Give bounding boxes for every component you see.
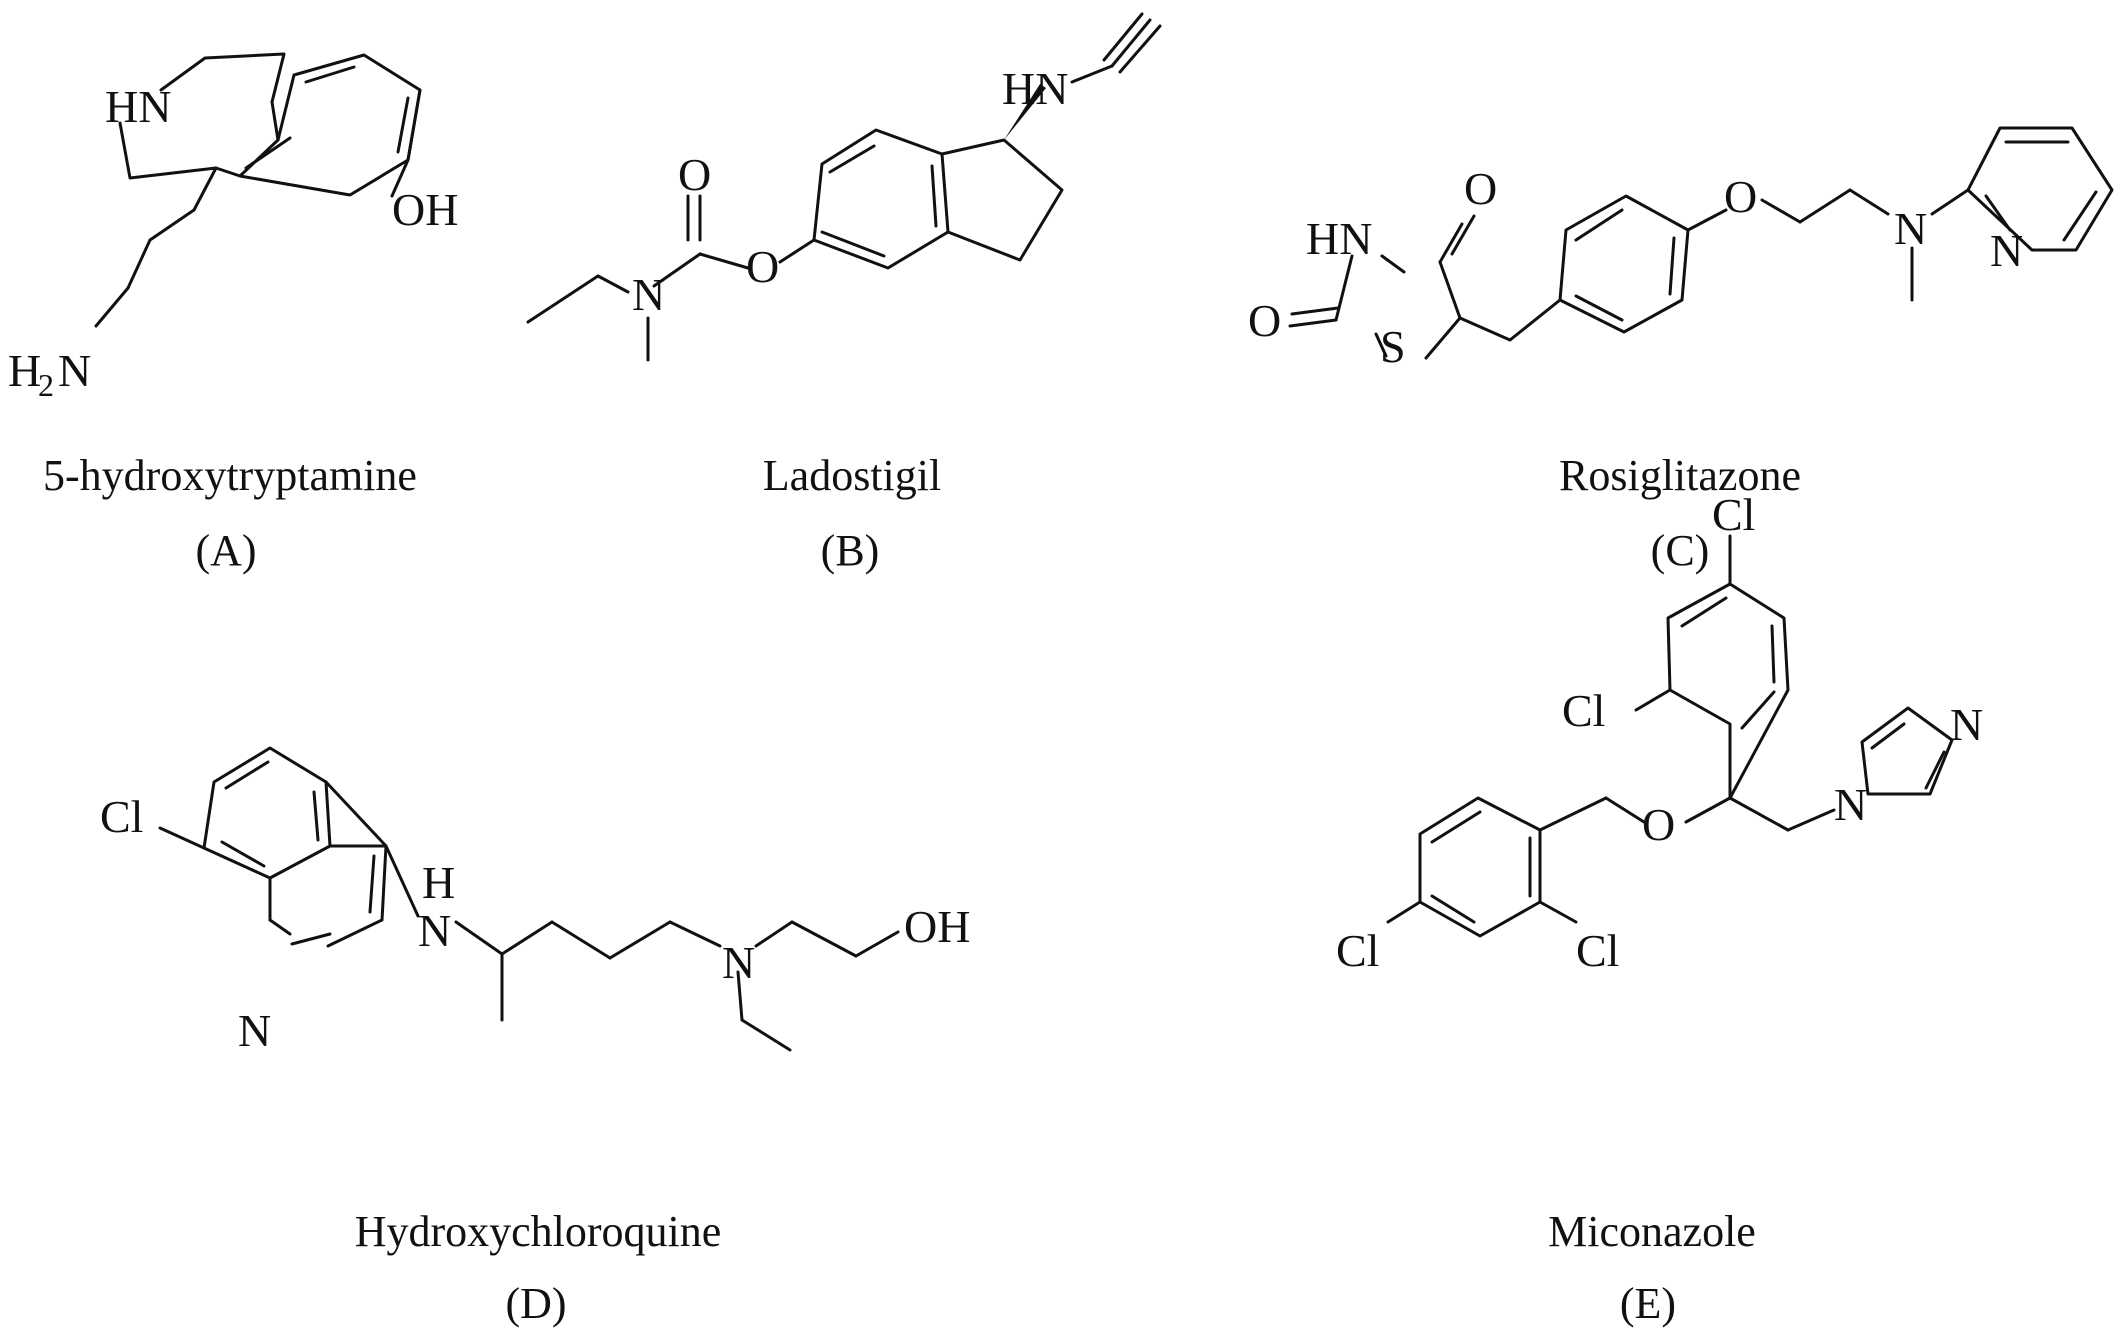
atom-e-cl-para: Cl (1336, 925, 1379, 976)
atom-a-oh: OH (392, 184, 458, 235)
atom-c-o-upper: O (1464, 163, 1497, 214)
atom-d-n-ring: N (238, 1005, 271, 1056)
caption-name-c: Rosiglitazone (1559, 451, 1801, 500)
atom-e-cl-ortho2: Cl (1576, 925, 1619, 976)
caption-name-a: 5-hydroxytryptamine (43, 451, 417, 500)
atom-d-n-amine: N (418, 905, 451, 956)
caption-letter-e: (E) (1620, 1279, 1676, 1328)
atom-d-n-tertiary: N (722, 937, 755, 988)
atom-c-n-amine: N (1894, 203, 1927, 254)
atom-c-s: S (1380, 321, 1406, 372)
caption-letter-c: (C) (1651, 526, 1710, 575)
atom-a-n: N (58, 345, 91, 396)
structure-e-miconazole: Cl Cl Cl Cl O N N (1336, 489, 1983, 976)
structure-b-ladostigil: HN O O N (526, 12, 1162, 362)
caption-letter-d: (D) (505, 1279, 566, 1328)
caption-name-b: Ladostigil (763, 451, 941, 500)
atom-e-n-imidazole-top: N (1950, 699, 1983, 750)
caption-name-d: Hydroxychloroquine (355, 1207, 722, 1256)
atom-a-subscript-2: 2 (38, 367, 54, 403)
atom-a-hn: HN (105, 81, 171, 132)
atom-b-hn: HN (1002, 63, 1068, 114)
caption-name-e: Miconazole (1548, 1207, 1756, 1256)
atom-b-o-ester: O (746, 241, 779, 292)
atom-e-cl-top: Cl (1712, 489, 1755, 540)
atom-c-n-pyridine: N (1990, 225, 2023, 276)
atom-d-h: H (422, 857, 455, 908)
atom-e-n-imidazole-link: N (1834, 779, 1867, 830)
atom-b-o-carbonyl: O (678, 149, 711, 200)
atom-b-n: N (632, 269, 665, 320)
atom-c-o-ether: O (1724, 171, 1757, 222)
structure-c-rosiglitazone: HN O O S O N N (1248, 126, 2114, 372)
caption-letter-a: (A) (195, 526, 256, 575)
atom-a-h: H (8, 345, 41, 396)
atom-c-o-left: O (1248, 295, 1281, 346)
structure-a-5-hydroxytryptamine: HN OH H 2 N (8, 52, 458, 403)
structure-d-hydroxychloroquine: Cl H N N N OH (100, 746, 970, 1056)
atom-c-hn: HN (1306, 213, 1372, 264)
caption-letter-b: (B) (821, 526, 880, 575)
atom-e-cl-ortho: Cl (1562, 685, 1605, 736)
atom-d-cl: Cl (100, 791, 143, 842)
atom-e-o: O (1642, 799, 1675, 850)
atom-d-oh: OH (904, 901, 970, 952)
